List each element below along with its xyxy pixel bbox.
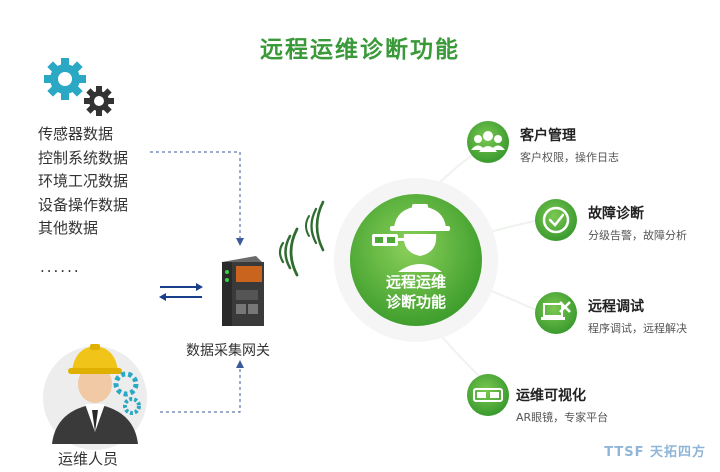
- person-to-gateway-connector: [160, 362, 241, 413]
- feature-ops-visualization: 运维可视化 AR眼镜，专家平台: [516, 385, 608, 425]
- feature-subtitle: AR眼镜，专家平台: [516, 411, 609, 424]
- feature-title: 运维可视化: [516, 388, 586, 404]
- gateway-label: 数据采集网关: [186, 343, 270, 359]
- data-source-item: 环境工况数据: [38, 172, 129, 190]
- center-label-line1: 远程运维: [385, 273, 446, 291]
- ar-glasses-small-icon: [372, 234, 404, 246]
- wireless-signal-icon: [278, 200, 325, 277]
- page-title: 远程运维诊断功能: [260, 37, 460, 63]
- check-icon: [535, 199, 577, 241]
- data-source-item: 设备操作数据: [38, 195, 129, 214]
- data-source-item: 传感器数据: [38, 125, 114, 143]
- data-source-item: 其他数据: [38, 219, 99, 237]
- arrow-up-icon: [236, 360, 244, 368]
- feature-subtitle: 客户权限，操作日志: [520, 151, 619, 164]
- feature-title: 远程调试: [588, 299, 644, 315]
- feature-title: 客户管理: [520, 128, 576, 144]
- feature-subtitle: 分级告警，故障分析: [588, 229, 687, 242]
- worker-helmet-icon: [390, 204, 450, 272]
- watermark-logo: TTSF 天拓四方: [604, 445, 706, 460]
- feature-title: 故障诊断: [588, 206, 644, 222]
- gateway-device-icon: [222, 256, 264, 326]
- person-gears-icon: [113, 371, 141, 415]
- users-icon: [467, 121, 509, 163]
- center-label-line2: 诊断功能: [385, 293, 446, 311]
- data-source-list: 传感器数据 控制系统数据 环境工况数据 设备操作数据 其他数据: [38, 123, 128, 241]
- feature-fault-diagnosis: 故障诊断 分级告警，故障分析: [588, 203, 687, 243]
- person-label: 运维人员: [58, 450, 119, 468]
- more-data-ellipsis: ......: [40, 258, 81, 276]
- data-source-item: 控制系统数据: [38, 148, 129, 167]
- feature-customer-management: 客户管理 客户权限，操作日志: [520, 125, 619, 165]
- person-avatar: [52, 344, 138, 444]
- feature-remote-debug: 远程调试 程序调试，远程解决: [588, 296, 687, 336]
- ar-glasses-icon: [467, 374, 509, 416]
- gears-icon: [44, 58, 114, 116]
- bidirectional-arrows-icon: [159, 283, 203, 301]
- data-to-gateway-connector: [150, 151, 241, 244]
- arrow-down-icon: [236, 238, 244, 246]
- laptop-tools-icon: [535, 292, 577, 334]
- feature-subtitle: 程序调试，远程解决: [588, 322, 687, 335]
- center-label: 远程运维 诊断功能: [361, 272, 471, 312]
